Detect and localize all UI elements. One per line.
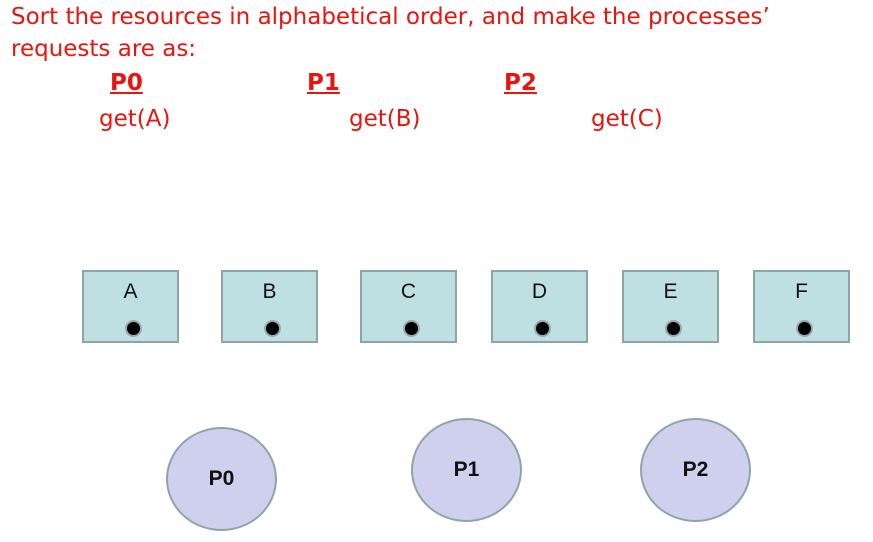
- process-header-p2: P2: [504, 70, 537, 96]
- resource-instance-dot: [534, 320, 551, 337]
- resource-f: F: [753, 270, 850, 343]
- resource-d: D: [491, 270, 588, 343]
- resource-instance-dot: [264, 320, 281, 337]
- process-node-p0: P0: [166, 427, 277, 531]
- resource-instance-dot: [403, 320, 420, 337]
- resource-e: E: [622, 270, 719, 343]
- resource-label: B: [262, 280, 277, 303]
- request-p2: get(C): [591, 106, 663, 132]
- resource-label: D: [531, 280, 548, 303]
- process-node-p2: P2: [640, 418, 751, 522]
- process-header-p1: P1: [307, 70, 340, 96]
- request-p0: get(A): [99, 106, 171, 132]
- request-p1: get(B): [349, 106, 421, 132]
- resource-a: A: [82, 270, 179, 343]
- resource-label: E: [663, 280, 678, 303]
- resource-label: C: [400, 280, 417, 303]
- process-header-p0: P0: [110, 70, 143, 96]
- intro-text: Sort the resources in alphabetical order…: [11, 4, 770, 62]
- process-node-p1: P1: [411, 418, 522, 522]
- resource-label: F: [795, 280, 808, 303]
- resource-instance-dot: [665, 320, 682, 337]
- resource-label: A: [123, 280, 138, 303]
- resource-b: B: [221, 270, 318, 343]
- resource-instance-dot: [796, 320, 813, 337]
- process-node-label: P2: [682, 458, 709, 481]
- process-node-label: P1: [453, 458, 480, 481]
- resource-c: C: [360, 270, 457, 343]
- process-node-label: P0: [208, 467, 235, 490]
- resource-instance-dot: [125, 320, 142, 337]
